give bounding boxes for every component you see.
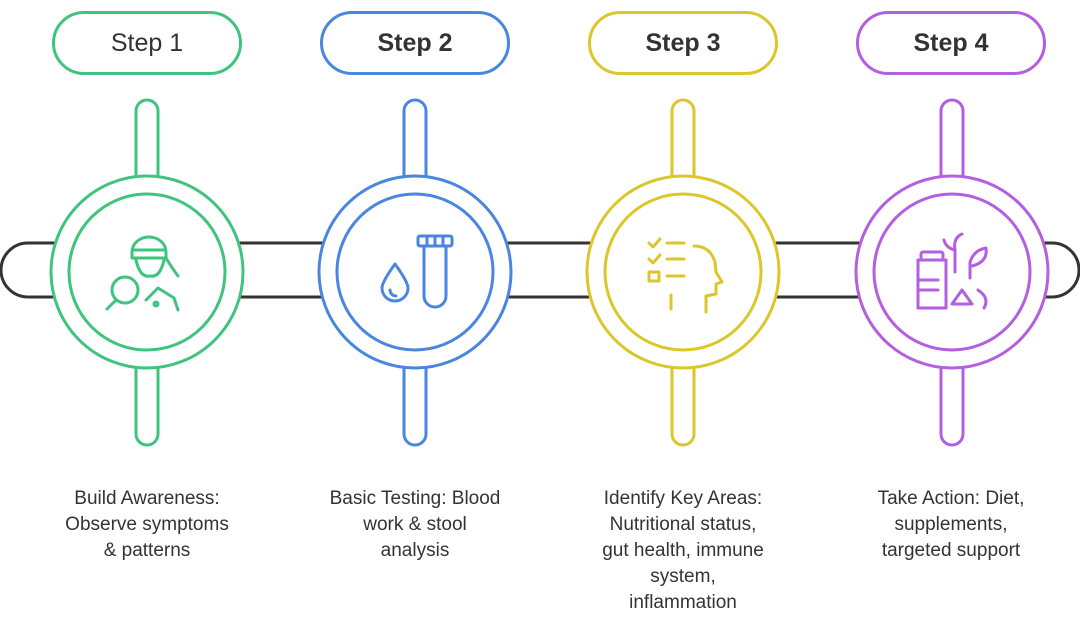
step-1-label: Step 1 [110, 28, 184, 57]
step-1-desc-line: & patterns [103, 540, 191, 561]
step-3-desc-line: Nutritional status, [609, 514, 757, 535]
step-1-node [49, 98, 245, 447]
step-3-desc-line: Identify Key Areas: [603, 488, 763, 509]
step-4-node [854, 98, 1050, 447]
step-4-desc-line: targeted support [881, 540, 1021, 561]
step-3-desc-line: gut health, immune [602, 540, 764, 561]
magnifier-observer-icon [105, 235, 180, 312]
step-1-pill: Step 1 [52, 11, 242, 75]
step-2-desc-line: Basic Testing: Blood [329, 488, 501, 509]
step-3-description: Identify Key Areas: Nutritional status, … [568, 486, 798, 616]
supplements-plants-icon [916, 232, 988, 310]
step-2-node [317, 98, 513, 447]
step-4-pill: Step 4 [856, 11, 1046, 75]
step-3-label: Step 3 [645, 28, 721, 57]
checklist-head-icon [647, 237, 724, 314]
blood-drop-test-tube-icon [380, 234, 454, 309]
step-4-desc-line: Take Action: Diet, [877, 488, 1025, 509]
step-4-label: Step 4 [913, 28, 989, 57]
step-2-desc-line: analysis [380, 540, 450, 561]
step-3-desc-line: system, [650, 566, 716, 587]
step-1-description: Build Awareness: Observe symptoms & patt… [32, 486, 262, 564]
step-4-desc-line: supplements, [894, 514, 1008, 535]
step-1-desc-line: Observe symptoms [65, 514, 229, 535]
step-2-description: Basic Testing: Blood work & stool analys… [300, 486, 530, 564]
step-3-pill: Step 3 [588, 11, 778, 75]
step-1-desc-line: Build Awareness: [74, 488, 220, 509]
step-4-description: Take Action: Diet, supplements, targeted… [836, 486, 1066, 564]
step-2-label: Step 2 [377, 28, 453, 57]
step-2-pill: Step 2 [320, 11, 510, 75]
step-2-desc-line: work & stool [363, 514, 467, 535]
step-3-desc-line: inflammation [629, 592, 737, 613]
step-3-node [585, 98, 781, 447]
